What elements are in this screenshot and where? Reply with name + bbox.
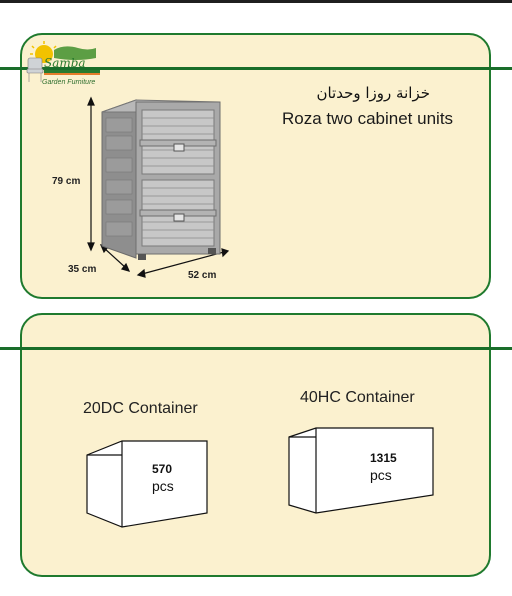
container-20dc-quantity: 570: [152, 462, 173, 476]
width-arrow: [136, 248, 230, 278]
product-title-english: Roza two cabinet units: [282, 109, 454, 128]
container-40hc-label: 40HC Container: [300, 389, 415, 406]
chair-logo-icon: [26, 57, 44, 82]
product-card: [20, 33, 491, 299]
product-card-divider: [0, 67, 512, 70]
container-20dc-unit: pcs: [152, 478, 174, 494]
samba-logo: [26, 41, 100, 82]
container-20dc-label: 20DC Container: [83, 400, 198, 417]
container-40hc-quantity: 1315: [370, 451, 397, 465]
logo-tagline: Garden Furniture: [42, 79, 96, 86]
width-dimension: 52 cm: [188, 270, 217, 281]
height-arrow: [87, 96, 95, 252]
container-40hc-unit: pcs: [370, 467, 392, 483]
container-box-icon: [288, 427, 434, 514]
container-box-icon: [86, 440, 208, 528]
product-title-arabic: خزانة روزا وحدتان: [316, 84, 430, 102]
depth-dimension: 35 cm: [68, 264, 97, 275]
containers-card-divider: [0, 347, 512, 350]
height-dimension: 79 cm: [52, 176, 81, 187]
top-rule: [0, 0, 512, 3]
logo-brand-text: Samba: [44, 56, 86, 70]
cabinet-image: [87, 96, 230, 278]
